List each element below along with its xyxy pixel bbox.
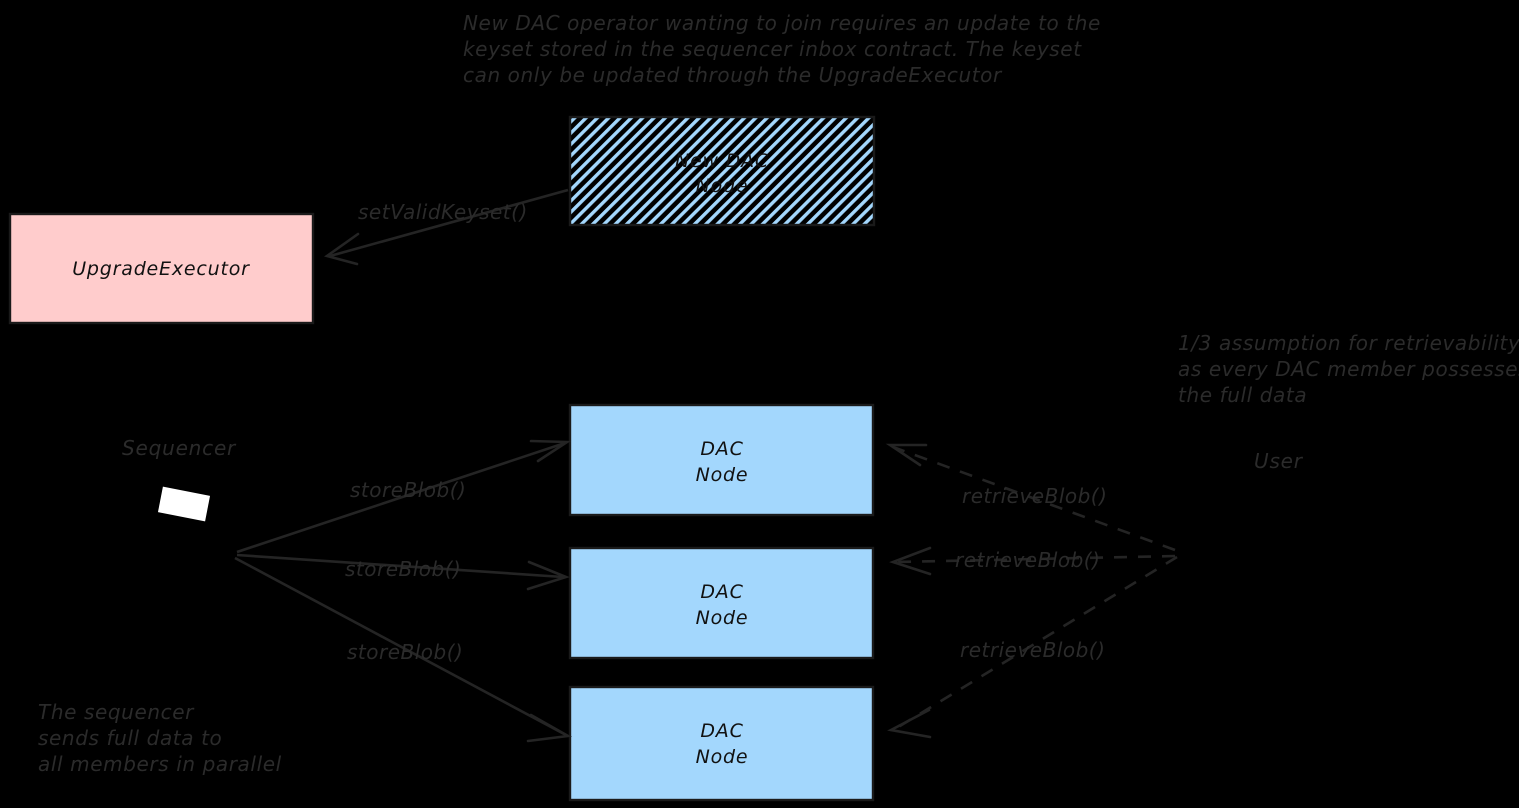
retrievability-note-line-1: 1/3 assumption for retrievability, xyxy=(1178,331,1519,355)
edge-retrieve-blob-3-label: retrieveBlob() xyxy=(960,638,1105,662)
keyset-note-line-2: keyset stored in the sequencer inbox con… xyxy=(463,37,1082,61)
edge-store-blob-2-label: storeBlob() xyxy=(345,557,461,581)
edge-store-blob-3-label: storeBlob() xyxy=(347,640,463,664)
new-dac-node-label-line-2: Node xyxy=(696,175,749,197)
dac-node-3-label-line-1: DAC xyxy=(700,720,743,742)
dac-node-1-label-line-1: DAC xyxy=(700,438,743,460)
dac-node-3-label-line-2: Node xyxy=(696,746,749,768)
retrievability-note-line-2: as every DAC member possesses xyxy=(1178,357,1519,381)
dac-node-box-2[interactable]: DAC Node xyxy=(568,546,875,660)
upgrade-executor-box[interactable]: UpgradeExecutor xyxy=(8,212,315,325)
dac-node-box-1[interactable]: DAC Node xyxy=(568,403,875,517)
keyset-note: New DAC operator wanting to join require… xyxy=(463,11,1101,87)
dac-node-2-label-line-2: Node xyxy=(696,607,749,629)
edge-retrieve-blob-2-label: retrieveBlob() xyxy=(955,548,1100,572)
sequencer-actor[interactable]: Sequencer xyxy=(122,436,237,522)
dac-node-2-label-line-1: DAC xyxy=(700,581,743,603)
retrievability-note-line-3: the full data xyxy=(1178,383,1307,407)
dac-node-1-label-line-2: Node xyxy=(696,464,749,486)
sequencer-label: Sequencer xyxy=(122,436,237,460)
retrievability-note: 1/3 assumption for retrievability, as ev… xyxy=(1178,331,1519,407)
dac-node-box-3[interactable]: DAC Node xyxy=(568,685,875,802)
keyset-note-line-3: can only be updated through the UpgradeE… xyxy=(463,63,1003,87)
sequencer-note-line-3: all members in parallel xyxy=(38,752,282,776)
new-dac-node-box[interactable]: New DAC Node xyxy=(568,115,876,227)
edge-set-valid-keyset-label: setValidKeyset() xyxy=(358,200,528,224)
edge-store-blob-3: storeBlob() xyxy=(234,556,573,743)
user-label: User xyxy=(1254,449,1304,473)
user-actor[interactable]: User xyxy=(1254,449,1304,473)
edge-retrieve-blob-1: retrieveBlob() xyxy=(885,443,1176,552)
edge-store-blob-1: storeBlob() xyxy=(236,439,572,554)
sequencer-icon xyxy=(157,486,211,522)
edge-retrieve-blob-2: retrieveBlob() xyxy=(889,546,1176,576)
sequencer-note-line-2: sends full data to xyxy=(38,726,222,750)
edge-retrieve-blob-1-label: retrieveBlob() xyxy=(962,484,1107,508)
edge-store-blob-1-label: storeBlob() xyxy=(350,478,466,502)
keyset-note-line-1: New DAC operator wanting to join require… xyxy=(463,11,1101,35)
sequencer-note-line-1: The sequencer xyxy=(38,700,195,724)
sequencer-note: The sequencer sends full data to all mem… xyxy=(38,700,282,776)
edge-retrieve-blob-3: retrieveBlob() xyxy=(887,555,1178,739)
new-dac-node-label-line-1: New DAC xyxy=(675,150,769,172)
edge-set-valid-keyset: setValidKeyset() xyxy=(323,188,569,266)
edge-store-blob-2: storeBlob() xyxy=(236,553,570,591)
upgrade-executor-label: UpgradeExecutor xyxy=(72,258,250,280)
